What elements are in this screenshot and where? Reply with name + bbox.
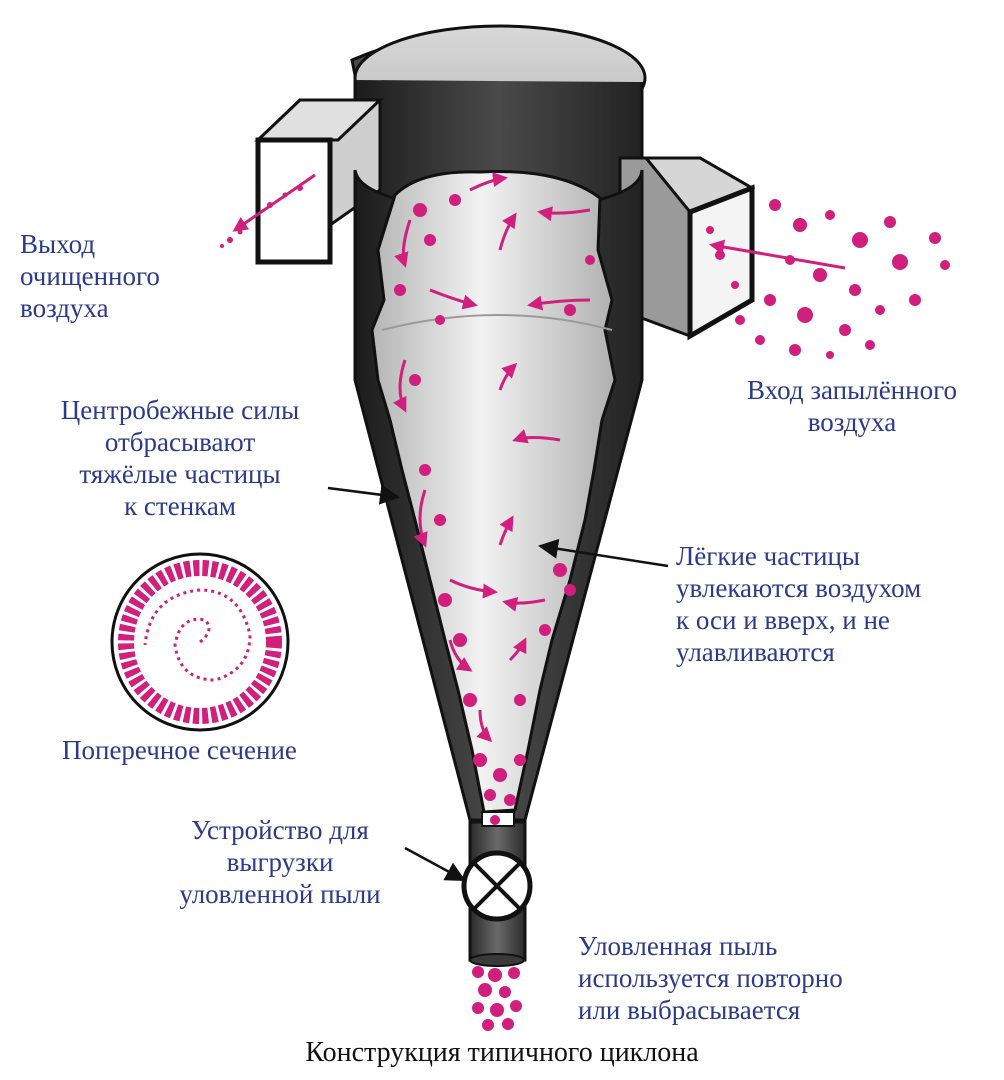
inlet-label: Вход запылённого воздуха	[747, 375, 957, 437]
cross-section-label: Поперечное сечение	[62, 735, 297, 765]
collected-dust-pile	[472, 966, 522, 1031]
figure-caption: Конструкция типичного циклона	[305, 1037, 699, 1068]
inlet-flow-arrow	[709, 239, 846, 270]
discharge-device-label: Устройство для выгрузки уловленной пыли	[179, 815, 381, 909]
vortex-flow-arrows	[392, 172, 591, 743]
cross-section-icon	[110, 552, 290, 732]
wall-particles	[394, 194, 595, 825]
light-particles-label: Лёгкие частицы увлекаются воздухом к оси…	[676, 541, 922, 667]
collected-dust-label: Уловленная пыль используется повторно ил…	[578, 931, 843, 1025]
discharge-valve-icon	[461, 850, 533, 922]
pointer-arrows	[327, 484, 669, 882]
inlet-duct	[618, 156, 756, 341]
centrifugal-force-label: Центробежные силы отбрасывают тяжёлые ча…	[60, 395, 300, 521]
cyclone-cone-body	[353, 169, 644, 822]
outlet-flow-arrow	[232, 173, 316, 232]
cyclone-top-housing	[350, 24, 647, 214]
outlet-label: Выход очищенного воздуха	[20, 229, 160, 323]
